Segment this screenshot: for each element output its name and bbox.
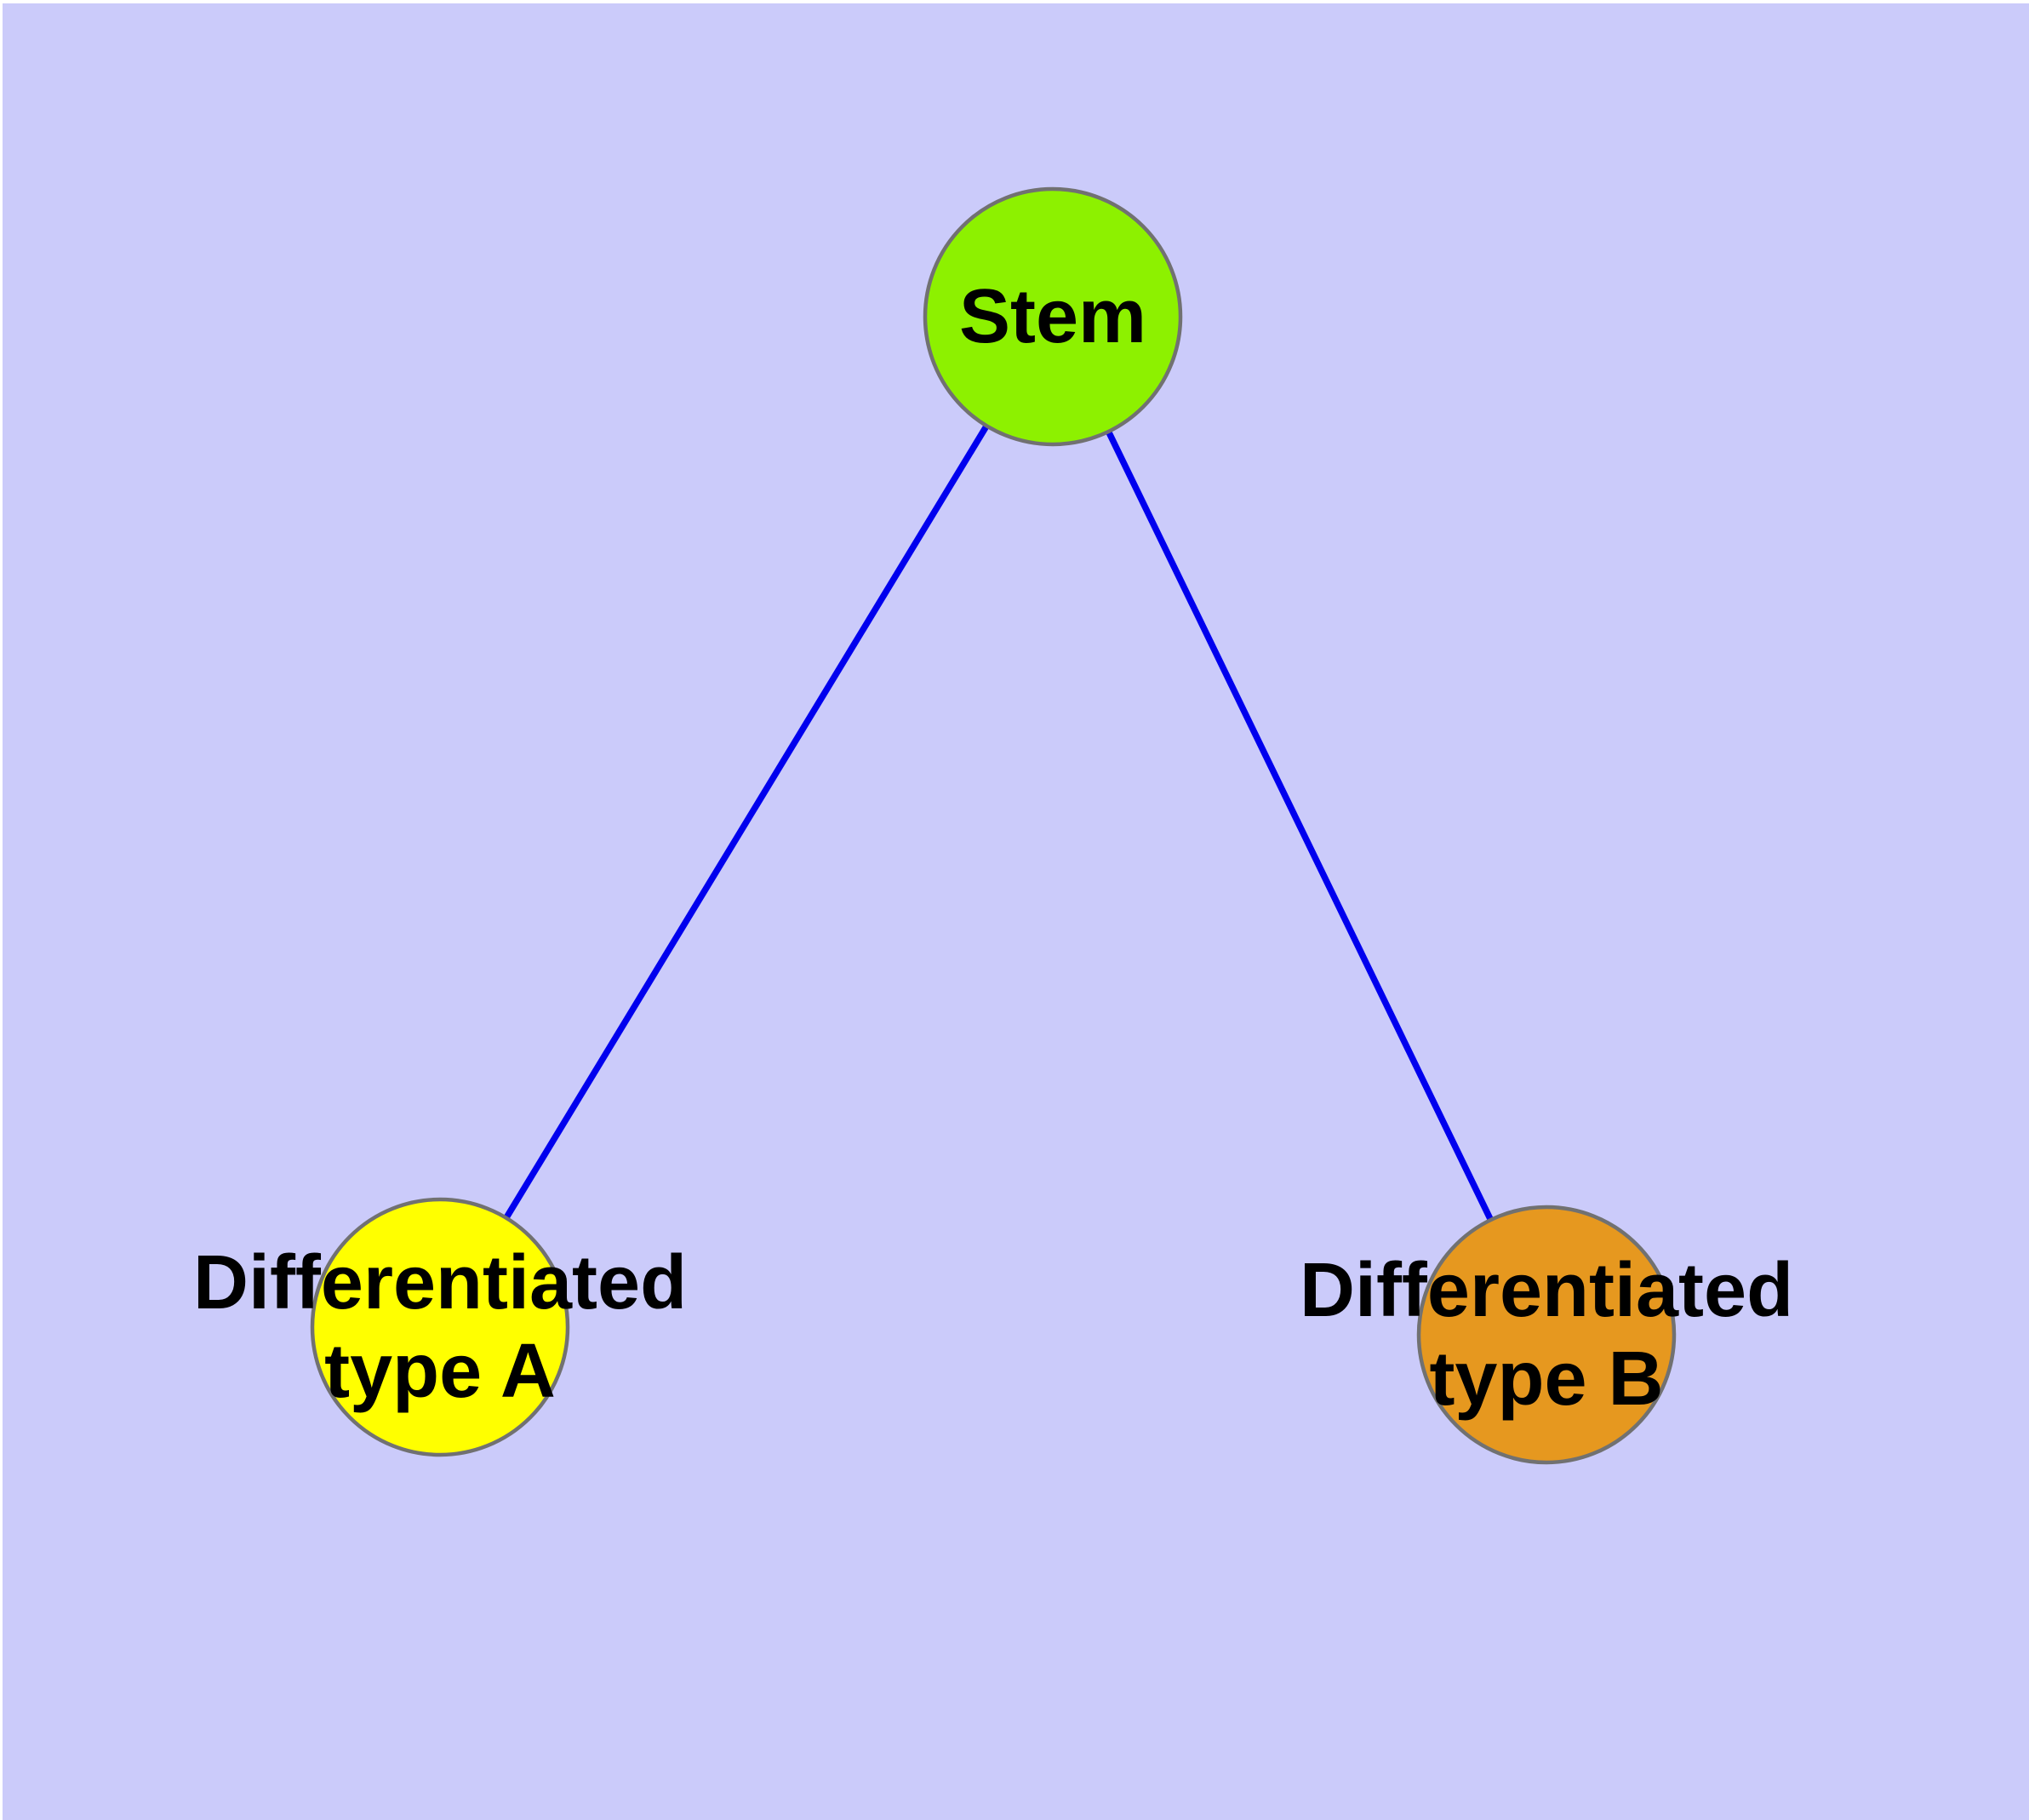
node-group	[310, 186, 1677, 1465]
edge-group	[437, 315, 1550, 1336]
node-type-a-circle	[310, 1197, 570, 1457]
edge-stem-to-type-b	[1049, 315, 1550, 1336]
edge-stem-to-type-a	[437, 315, 1056, 1329]
node-stem-circle	[923, 186, 1183, 447]
node-type-b-circle	[1416, 1205, 1677, 1465]
